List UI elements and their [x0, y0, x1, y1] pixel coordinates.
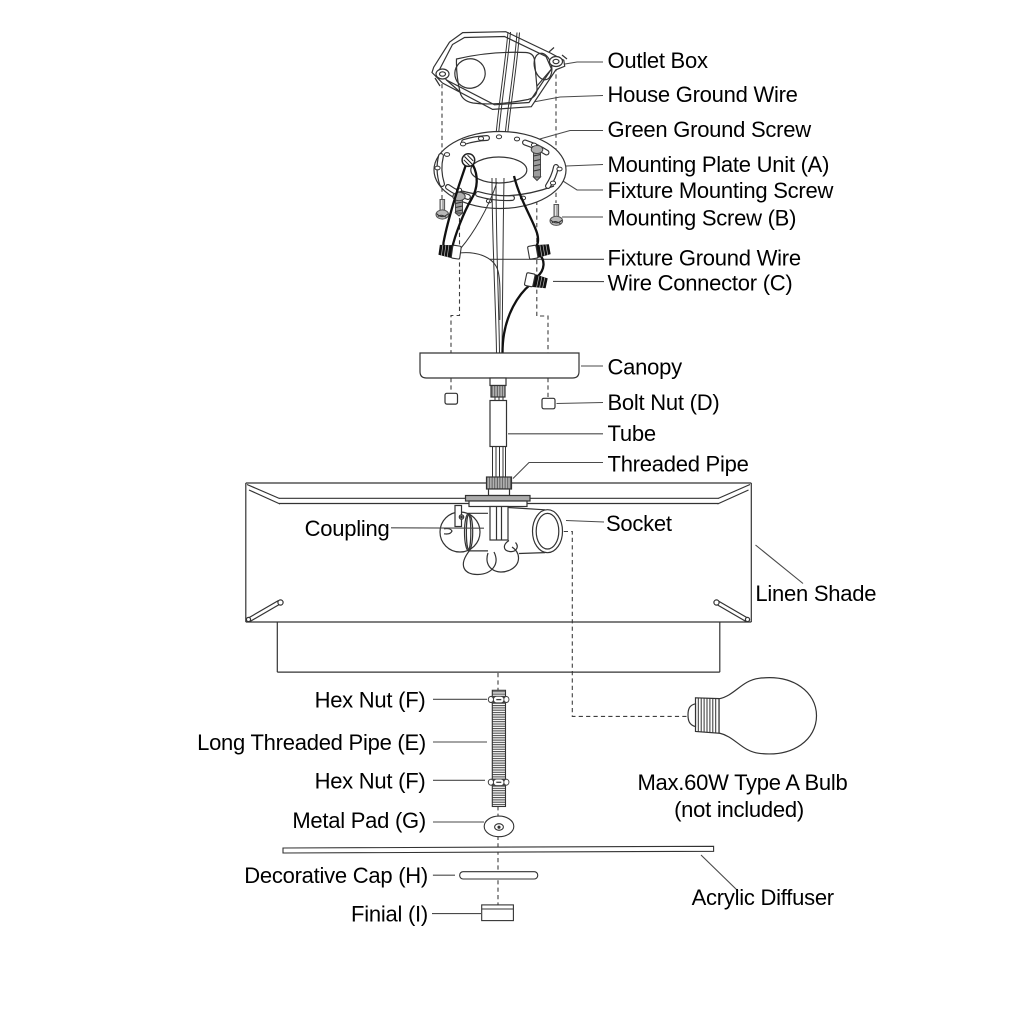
- svg-text:Acrylic Diffuser: Acrylic Diffuser: [692, 885, 834, 910]
- svg-text:(not included): (not included): [674, 797, 804, 822]
- svg-text:Linen Shade: Linen Shade: [755, 581, 876, 606]
- svg-text:Tube: Tube: [608, 421, 656, 446]
- svg-text:Decorative Cap (H): Decorative Cap (H): [244, 863, 428, 888]
- svg-text:Coupling: Coupling: [305, 516, 390, 541]
- svg-text:Max.60W Type A Bulb: Max.60W Type A Bulb: [637, 770, 847, 795]
- svg-text:Long Threaded Pipe (E): Long Threaded Pipe (E): [197, 730, 426, 755]
- svg-text:Hex Nut (F): Hex Nut (F): [315, 687, 426, 712]
- svg-text:Outlet Box: Outlet Box: [608, 48, 708, 73]
- svg-text:House Ground Wire: House Ground Wire: [608, 82, 798, 107]
- svg-text:Metal Pad (G): Metal Pad (G): [292, 808, 426, 833]
- svg-text:Fixture Ground Wire: Fixture Ground Wire: [608, 246, 801, 271]
- svg-text:Canopy: Canopy: [608, 354, 683, 379]
- svg-text:Finial (I): Finial (I): [351, 902, 428, 927]
- svg-text:Mounting Screw (B): Mounting Screw (B): [608, 205, 797, 230]
- svg-text:Hex Nut (F): Hex Nut (F): [315, 768, 426, 793]
- svg-text:Bolt Nut (D): Bolt Nut (D): [608, 390, 720, 415]
- svg-text:Fixture Mounting Screw: Fixture Mounting Screw: [608, 178, 834, 203]
- svg-text:Wire Connector (C): Wire Connector (C): [608, 271, 793, 296]
- svg-text:Threaded Pipe: Threaded Pipe: [608, 452, 749, 477]
- svg-text:Green Ground Screw: Green Ground Screw: [608, 117, 812, 142]
- svg-text:Mounting Plate Unit (A): Mounting Plate Unit (A): [608, 152, 830, 177]
- svg-text:Socket: Socket: [606, 511, 672, 536]
